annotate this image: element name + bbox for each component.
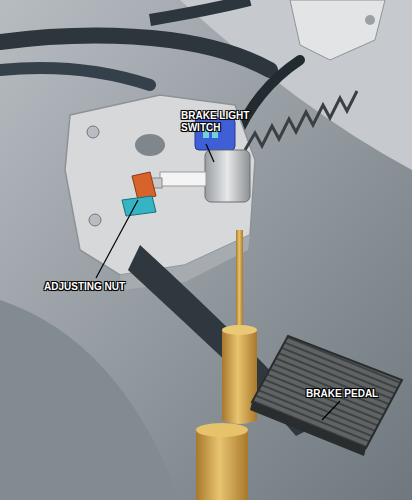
- part-label: BRAKE LIGHT SWITCH: [181, 110, 259, 134]
- label-holder: BRAKE PEDAL: [306, 388, 396, 400]
- cylinder-top: [222, 325, 257, 335]
- leader-line: [96, 200, 138, 278]
- floor-panel: [0, 300, 180, 500]
- wire-harness: [235, 60, 300, 140]
- stud: [87, 126, 99, 138]
- hose: [150, 0, 250, 20]
- stud: [89, 214, 101, 226]
- leader-line: [322, 401, 340, 420]
- pushrod: [236, 230, 243, 330]
- bolt: [365, 15, 375, 25]
- mounting-plate: [290, 0, 385, 60]
- hose: [0, 68, 150, 85]
- part-label: BRAKE PEDAL: [306, 388, 396, 400]
- leader-line: [206, 144, 214, 162]
- bracket-hole: [135, 134, 165, 156]
- booster: [196, 430, 248, 500]
- firewall-panel: [180, 0, 412, 170]
- washer: [122, 196, 156, 216]
- booster-top: [196, 423, 248, 437]
- label-holder: BRAKE LIGHT SWITCH: [181, 110, 259, 134]
- pedal-pad: [252, 336, 402, 448]
- label-holder: ADJUSTING NUT: [44, 281, 154, 293]
- part-label: ADJUSTING NUT: [44, 281, 154, 293]
- switch-plunger: [160, 172, 206, 186]
- return-spring: [245, 91, 357, 150]
- pedal-pad-edge: [250, 402, 366, 456]
